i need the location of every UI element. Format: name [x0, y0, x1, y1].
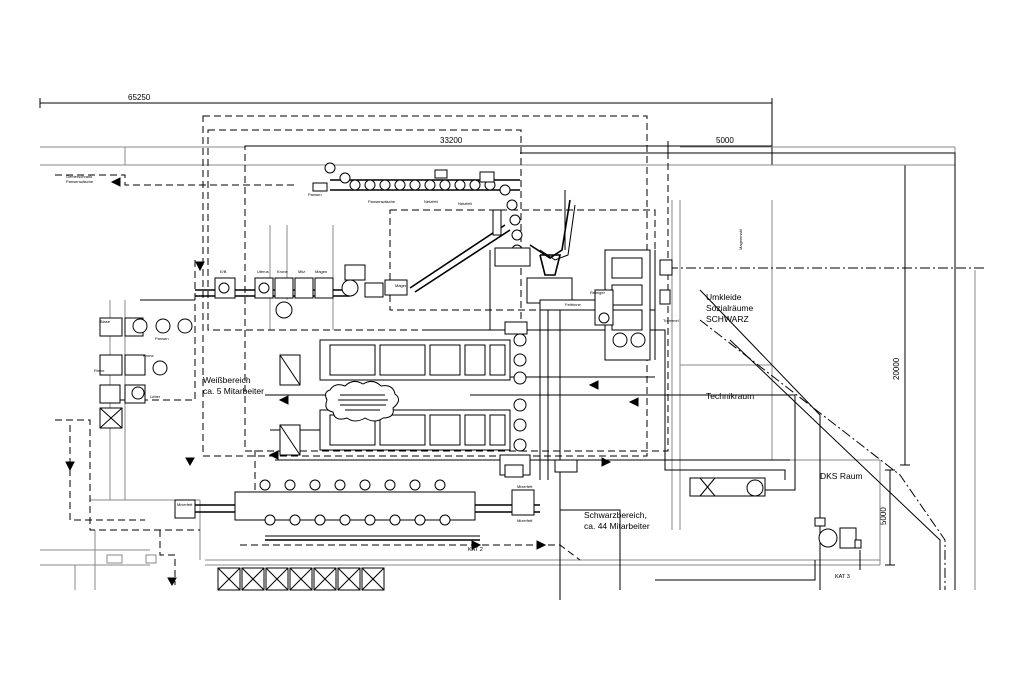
- dimension-middle-width: 33200: [440, 136, 463, 145]
- label-krone-left: Krone: [143, 353, 154, 358]
- dimension-line-total: 65250: [39, 93, 773, 165]
- white-zone-machines: [99, 299, 195, 429]
- organ-line: [195, 264, 408, 319]
- dimension-total-width: 65250: [128, 93, 151, 102]
- label-e-b: E/B: [220, 269, 227, 274]
- label-magen-2: Magen: [395, 283, 407, 288]
- dimension-right-width: 5000: [716, 136, 734, 145]
- top-conveyor: [312, 162, 523, 293]
- label-kat2: KAT 2: [468, 547, 483, 553]
- storage-boxes: [217, 567, 385, 591]
- label-weissbereich-staff: ca. 5 Mitarbeiter: [203, 386, 264, 396]
- label-pansenwaesche: Pansenwäsche: [66, 179, 94, 184]
- bottom-conveyor-line: [174, 459, 578, 541]
- dimension-line-middle: 33200: [245, 136, 668, 147]
- area-labels: Umkleide Sozialräume SCHWARZ Technikraum…: [203, 292, 863, 580]
- label-pansen-left: Pansen: [155, 336, 169, 341]
- label-sozialraeume: Sozialräume: [706, 303, 754, 313]
- flow-arrows: [65, 177, 639, 587]
- label-mixerfett-3: Mixerfett: [177, 502, 193, 507]
- dimension-line-height: 20000: [892, 164, 910, 466]
- label-netzfett: Netzfett: [424, 199, 439, 204]
- dks-room-equipment: [689, 477, 862, 549]
- label-reiniger: Reiniger: [590, 290, 606, 295]
- label-leber: Leber: [150, 394, 161, 399]
- dimension-height-small: 5000: [879, 507, 888, 525]
- dimension-line-height-small: 5000: [879, 469, 895, 566]
- processing-line-lower: [279, 398, 531, 476]
- label-mixerfett-2: Mixerfett: [517, 518, 533, 523]
- label-schwarz: SCHWARZ: [706, 314, 749, 324]
- dimension-line-right: 5000: [667, 136, 772, 152]
- label-schwarzbereich: Schwarzbereich,: [584, 510, 647, 520]
- equipment-labels: Gefrierschrank Pansenwäsche Pansen Panse…: [66, 174, 743, 523]
- label-fettrinne: Fettrinne: [565, 302, 582, 307]
- right-machine-cluster: [594, 249, 673, 361]
- label-gefrierschrank: Gefrierschrank: [66, 174, 92, 179]
- label-magenmahl: Magenmahl: [738, 229, 743, 250]
- label-pansenwaesche-2: Pansenwäsche: [368, 199, 396, 204]
- label-pansen-top: Pansen: [308, 192, 322, 197]
- processing-line-upper: [279, 321, 528, 386]
- label-technikraum: Technikraum: [706, 391, 754, 401]
- label-schwarzbereich-staff: ca. 44 Mitarbeiter: [584, 521, 650, 531]
- info-balloon: [325, 380, 399, 422]
- label-dks-raum: DKS Raum: [820, 471, 863, 481]
- label-netzfett-2: Netzfett: [458, 201, 473, 206]
- label-trommel: Trommel: [663, 318, 679, 323]
- label-mixerfett: Mixerfett: [517, 484, 533, 489]
- label-umkleide: Umkleide: [706, 292, 742, 302]
- label-magen: Magen: [315, 269, 327, 274]
- label-rinne: Rinne: [94, 368, 105, 373]
- label-weissbereich: Weißbereich: [203, 375, 251, 385]
- label-uterus: Uterus: [257, 269, 269, 274]
- hopper-assembly: [494, 190, 601, 480]
- label-kat3: KAT 3: [835, 574, 850, 580]
- label-milz: Milz: [298, 269, 305, 274]
- label-krone: Krone: [277, 269, 288, 274]
- label-blase: Blase: [100, 319, 111, 324]
- routes: [265, 152, 956, 600]
- dimension-height-main: 20000: [892, 357, 901, 380]
